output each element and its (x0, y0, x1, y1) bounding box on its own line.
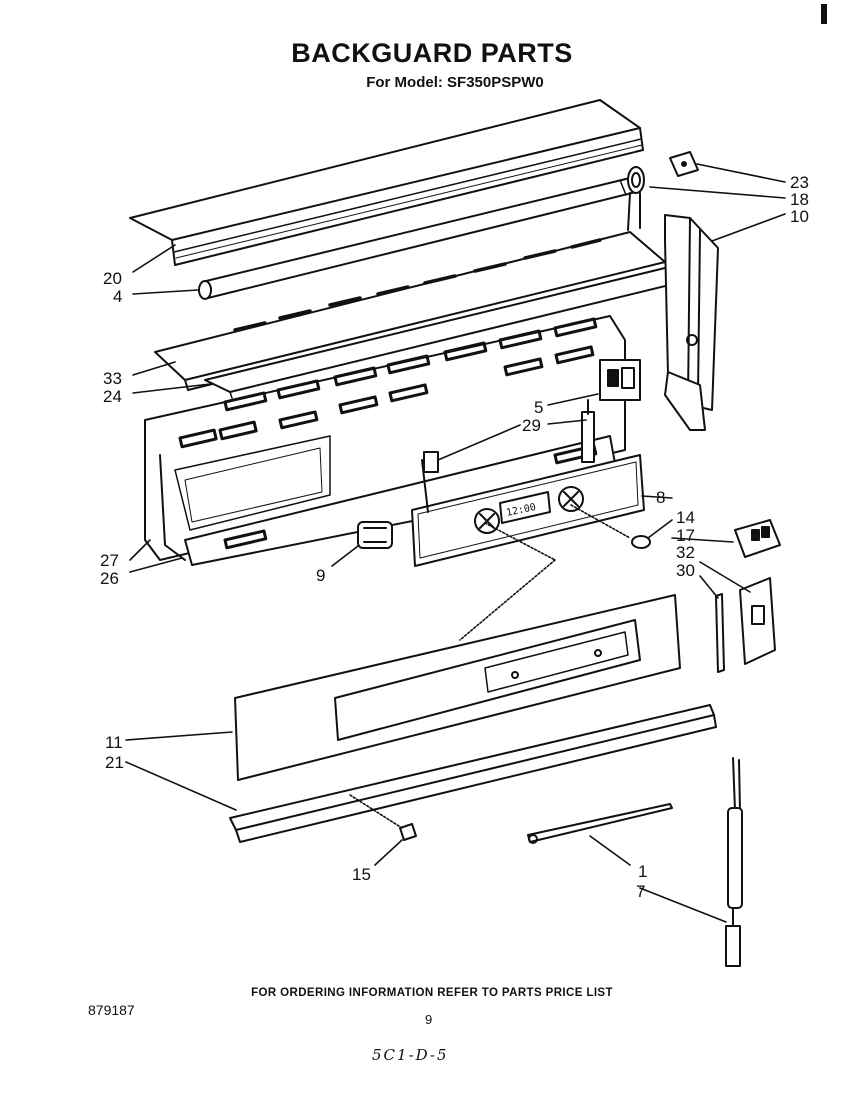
part-32-receptacle-bracket (739, 577, 776, 665)
callout-21: 21 (105, 753, 124, 772)
callout-18: 18 (790, 190, 809, 209)
callout-30: 30 (676, 561, 695, 580)
handwritten-note: 5C1-D-5 (372, 1046, 449, 1064)
part-20-top-trim (129, 99, 644, 266)
part-15-clip (399, 823, 417, 841)
callout-23: 23 (790, 173, 809, 192)
callout-29: 29 (522, 416, 541, 435)
ordering-note: FOR ORDERING INFORMATION REFER TO PARTS … (251, 987, 613, 999)
callout-11: 11 (105, 733, 123, 752)
callout-14: 14 (676, 508, 695, 527)
callout-1: 1 (638, 862, 647, 881)
document-number: 879187 (88, 1002, 135, 1018)
callout-5: 5 (534, 398, 543, 417)
scan-edge-mark (821, 4, 827, 24)
part-8-control-panel: 12:00 (411, 451, 645, 567)
callout-9: 9 (316, 566, 325, 585)
callout-15: 15 (352, 865, 371, 884)
callout-27: 27 (100, 551, 119, 570)
part-1-rod (527, 803, 673, 844)
callout-24: 24 (103, 387, 122, 406)
callout-7: 7 (636, 882, 645, 901)
callout-17: 17 (676, 526, 695, 545)
page-number: 9 (425, 1012, 433, 1027)
page-title: BACKGUARD PARTS (291, 38, 573, 68)
part-14-knob (631, 535, 651, 549)
callout-leaders (125, 163, 786, 923)
part-23-lampholder-clip (669, 151, 699, 177)
part-5-terminal-block (599, 359, 641, 401)
callout-32: 32 (676, 543, 695, 562)
callout-10: 10 (790, 207, 809, 226)
part-18-lampholder (627, 166, 645, 231)
part-27-26-backguard-panel (144, 315, 626, 566)
callout-4: 4 (113, 287, 122, 306)
part-30-strip (715, 593, 725, 673)
callout-26: 26 (100, 569, 119, 588)
part-17-receptacle (734, 519, 781, 558)
part-7-wire-harness (725, 757, 743, 967)
part-21-lower-trim (229, 704, 717, 843)
callout-33: 33 (103, 369, 122, 388)
part-10-end-bracket (664, 214, 719, 431)
callout-20: 20 (103, 269, 122, 288)
model-subtitle: For Model: SF350PSPW0 (366, 74, 544, 91)
part-9-clock-motor (357, 521, 393, 549)
part-11-glass-panel (234, 594, 681, 781)
callout-8: 8 (656, 488, 665, 507)
part-29-switch-bracket (581, 399, 595, 463)
